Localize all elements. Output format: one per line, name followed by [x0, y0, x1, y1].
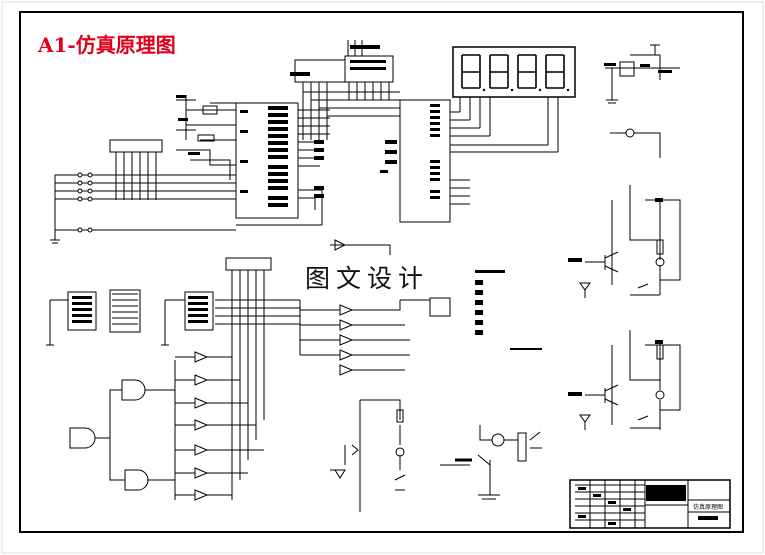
drawing-frame [19, 11, 744, 533]
bus-header-middle [215, 239, 391, 500]
relay-circuit-2 [568, 330, 681, 430]
resistor-array-bottom-left [46, 289, 214, 346]
connector-list-middle [429, 270, 542, 350]
crystal-oscillator-section [176, 95, 236, 180]
led-driver-circuit-center [330, 399, 406, 512]
buffer-array-middle [339, 299, 430, 376]
mcu-chip-right [380, 99, 470, 223]
relay-circuit-1 [568, 185, 681, 298]
title-block-drawing-name: 仿真原理图 [693, 503, 723, 511]
push-buttons [77, 172, 93, 233]
buffer-column-lower [175, 351, 264, 501]
resistor-pack-left [50, 139, 236, 244]
drawing-title: A1-仿真原理图 [37, 33, 176, 57]
logic-gates [69, 360, 176, 500]
buzzer-circuit [440, 425, 542, 500]
mcu-chip-left [235, 102, 330, 226]
power-regulator-top-right [604, 44, 680, 158]
watermark-text: 图文设计 [305, 264, 429, 293]
seven-segment-display [450, 46, 576, 153]
title-block: 仿真原理图 [569, 479, 731, 529]
header-connector-top [290, 40, 400, 140]
